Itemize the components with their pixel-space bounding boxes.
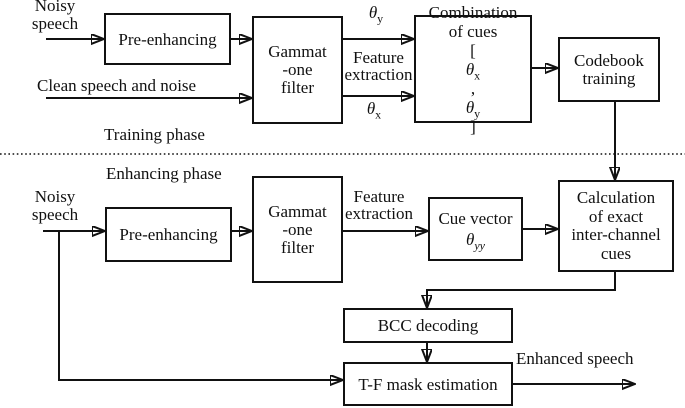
box-label-line: of exact [588,206,644,226]
box-label-line: -one [282,219,313,239]
enhancing-phase-label: Enhancing phase [106,164,222,183]
box-label-line: Cue vector [438,209,513,228]
theta-y-edge-label: θy [368,3,384,26]
clean-speech-and-noise-label: Clean speech and noise [37,76,197,95]
box-label-line: Gammat [268,201,327,221]
combination-of-cues-box: Combination of cues [θx , θy] [414,3,532,136]
gammatone-filter-box-enhancing: Gammat -one filter [252,176,343,283]
calculation-inter-channel-cues-box: Calculation of exact inter-channel cues [558,180,674,272]
box-label-line: cues [600,243,632,263]
box-label: Pre-enhancing [119,225,218,244]
theta-x-edge-label: θx [366,99,382,122]
arrow-noisy-branch-to-tf-mask [58,231,343,380]
pre-enhancing-box-enhancing: Pre-enhancing [105,207,232,262]
gammatone-filter-box-training: Gammat -one filter [252,16,343,124]
box-label-line: Codebook [574,50,644,70]
box-label-line: filter [280,78,315,97]
arrow-calculation-to-bcc [427,272,616,308]
box-label: Pre-enhancing [118,29,217,49]
pre-enhancing-box-training: Pre-enhancing [104,13,231,65]
box-label-line: inter-channel [571,225,661,244]
box-label: BCC decoding [377,316,479,335]
codebook-training-box: Codebook training [558,37,660,102]
tf-mask-estimation-box: T-F mask estimation [343,362,513,406]
box-label-line: Combination [428,2,518,22]
bcc-decoding-box: BCC decoding [343,308,513,343]
box-label-line: Gammat [268,42,327,61]
noisy-speech-input-label-training: Noisy speech [31,0,79,33]
theta-yy-formula: θyy [465,230,485,253]
noisy-speech-input-label-enhancing: Noisy speech [31,187,79,224]
enhanced-speech-output-label: Enhanced speech [516,349,634,368]
feature-extraction-label-training: Feature extraction [344,48,413,84]
training-phase-label: Training phase [104,125,205,144]
cue-vector-box: Cue vector θyy [428,197,523,261]
box-label-line: of cues [448,21,498,41]
box-label: T-F mask estimation [358,374,498,394]
box-label-line: -one [282,60,313,79]
box-label-line: filter [280,237,315,257]
box-label-line: Calculation [576,188,656,207]
feature-extraction-label-enhancing: Feature extraction [345,187,413,223]
cue-pair-formula: [θx , θy] [465,40,481,136]
box-label-line: training [582,68,636,88]
